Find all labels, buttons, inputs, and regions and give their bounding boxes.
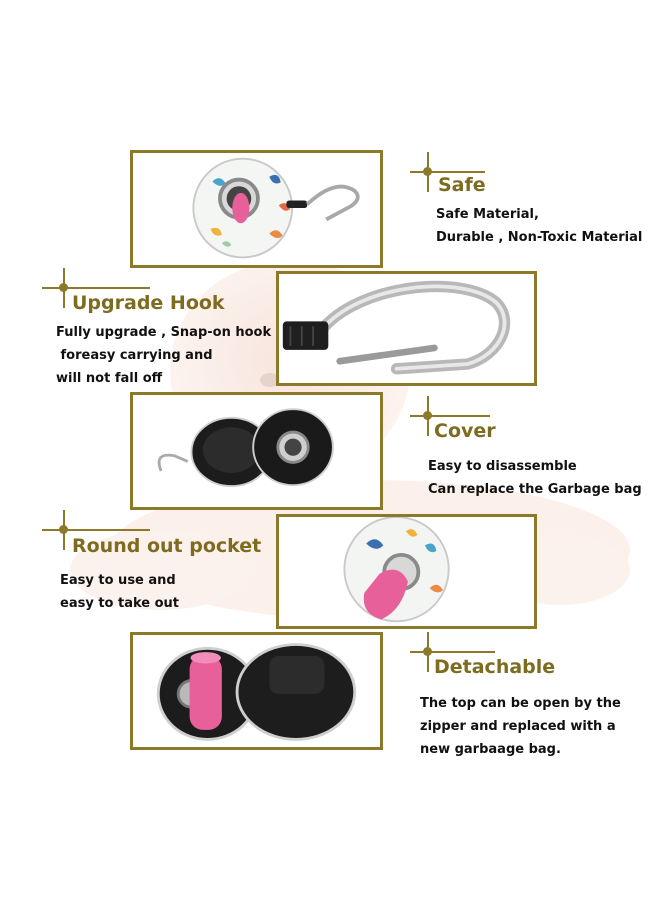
pouch-with-bag-image: [343, 517, 450, 623]
round-out-pocket-heading: Round out pocket: [72, 535, 262, 557]
round-out-pocket-line: Easy to use and: [60, 573, 176, 588]
detachable-line: The top can be open by the: [420, 696, 621, 711]
upgrade-hook-line: foreasy carrying and: [56, 348, 213, 363]
safe-line: Safe Material,: [436, 207, 539, 222]
open-pouch-roll-image: [156, 643, 357, 741]
safe-line: Durable , Non-Toxic Material: [436, 230, 643, 245]
cover-product-frame: [130, 392, 383, 510]
safe-product-frame: [130, 150, 383, 268]
upgrade-hook-description: Fully upgrade , Snap-on hook foreasy car…: [56, 321, 271, 390]
detachable-heading: Detachable: [434, 656, 556, 678]
detachable-line: zipper and replaced with a: [420, 719, 616, 734]
upgrade-hook-line: Fully upgrade , Snap-on hook: [56, 325, 272, 340]
cover-heading: Cover: [434, 420, 496, 442]
detachable-product-frame: [130, 632, 383, 750]
cover-line: Easy to disassemble: [428, 459, 577, 474]
pocket-product-frame: [276, 514, 537, 629]
cover-line: Can replace the Garbage bag: [428, 482, 642, 497]
open-pouch-image: [157, 408, 334, 488]
upgrade-hook-heading: Upgrade Hook: [72, 292, 225, 314]
round-out-pocket-description: Easy to use and easy to take out: [60, 569, 179, 615]
detachable-line: new garbaage bag.: [420, 742, 561, 757]
round-out-pocket-line: easy to take out: [60, 596, 180, 611]
pouch-front-image: [192, 157, 360, 259]
hook-product-frame: [276, 271, 537, 386]
carabiner-hook-image: [282, 280, 511, 375]
safe-heading: Safe: [438, 174, 486, 196]
detachable-description: The top can be open by the zipper and re…: [420, 692, 621, 761]
safe-description: Safe Material, Durable , Non-Toxic Mater…: [436, 203, 642, 249]
upgrade-hook-line: will not fall off: [56, 371, 163, 386]
cover-description: Easy to disassemble Can replace the Garb…: [428, 455, 642, 501]
